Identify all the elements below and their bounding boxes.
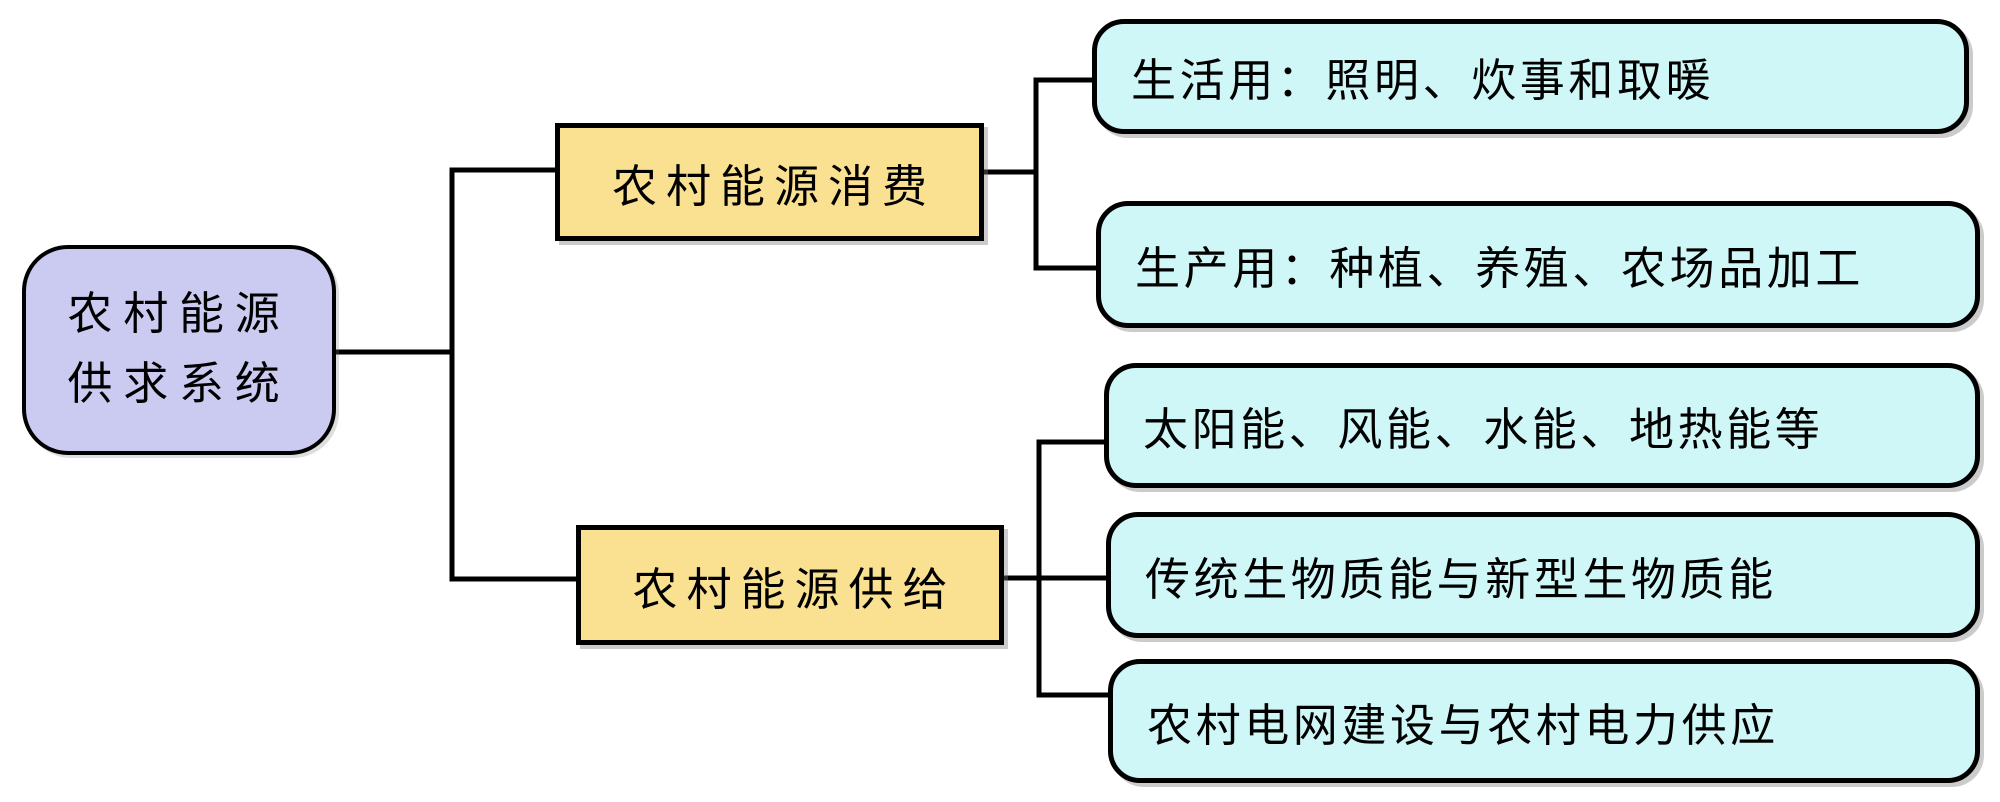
node-leaf-biomass-energy: 传统生物质能与新型生物质能 xyxy=(1106,512,1980,638)
node-branch-energy-consumption: 农村能源消费 xyxy=(555,123,984,241)
node-branch-energy-supply: 农村能源供给 xyxy=(576,525,1004,645)
node-leaf-power-grid: 农村电网建设与农村电力供应 xyxy=(1108,659,1980,783)
node-root-label-line1: 农村能源 xyxy=(67,289,291,340)
node-root: 农村能源 供求系统 xyxy=(22,245,336,455)
node-root-label: 农村能源 供求系统 xyxy=(67,280,290,420)
node-root-label-line2: 供求系统 xyxy=(67,359,291,409)
node-branch-energy-consumption-label: 农村能源消费 xyxy=(611,161,936,212)
node-branch-energy-supply-label: 农村能源供给 xyxy=(632,564,957,615)
node-leaf-biomass-energy-label: 传统生物质能与新型生物质能 xyxy=(1145,554,1777,605)
node-leaf-domestic-use-label: 生活用：照明、炊事和取暖 xyxy=(1131,56,1715,106)
node-leaf-domestic-use: 生活用：照明、炊事和取暖 xyxy=(1092,19,1969,134)
node-leaf-renewable-energy-label: 太阳能、风能、水能、地热能等 xyxy=(1143,405,1824,455)
node-leaf-renewable-energy: 太阳能、风能、水能、地热能等 xyxy=(1104,363,1980,488)
node-leaf-production-use: 生产用：种植、养殖、农场品加工 xyxy=(1096,201,1980,328)
node-leaf-production-use-label: 生产用：种植、养殖、农场品加工 xyxy=(1135,244,1865,294)
node-leaf-power-grid-label: 农村电网建设与农村电力供应 xyxy=(1147,700,1779,751)
